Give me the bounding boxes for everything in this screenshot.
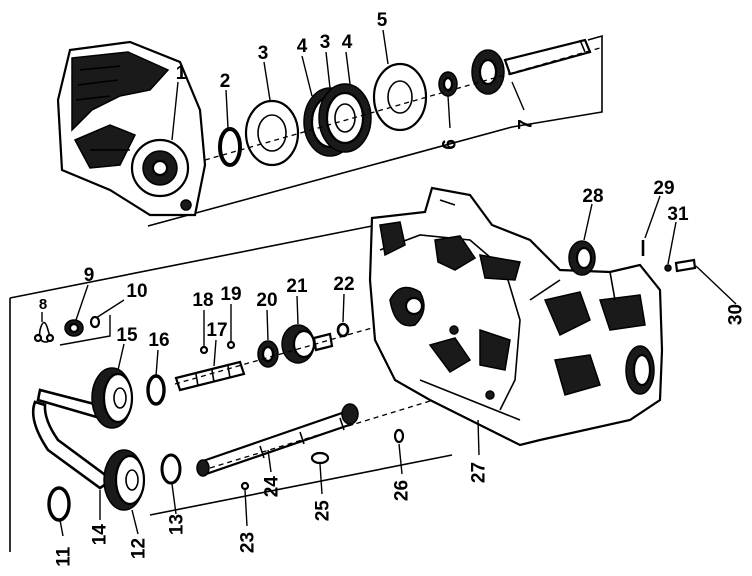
drive-sprocket (91, 367, 134, 429)
callout-24: 24 (262, 476, 283, 498)
callout-3b: 3 (320, 32, 331, 53)
bolt-small (664, 264, 672, 272)
callout-16: 16 (148, 330, 169, 351)
callout-15: 15 (116, 325, 138, 346)
driven-sprocket (103, 449, 146, 511)
driven-shaft (174, 340, 246, 392)
transaxle-case (368, 186, 664, 447)
callout-5: 5 (377, 10, 388, 31)
seal-ring (218, 127, 242, 167)
callout-23: 23 (238, 532, 259, 553)
upper-group-frame (147, 34, 603, 227)
callout-17: 17 (206, 320, 227, 341)
clutch-pack (303, 83, 372, 157)
thrust-washer (336, 322, 350, 338)
callout-31: 31 (667, 204, 689, 225)
input-shaft (471, 38, 592, 95)
snap-ring-upper (146, 374, 166, 406)
callout-1: 1 (176, 63, 187, 84)
output-shaft (196, 403, 359, 491)
callout-9: 9 (84, 265, 95, 286)
callout-8: 8 (39, 296, 47, 313)
group-bracket-8-10 (59, 315, 111, 346)
callout-11: 11 (54, 546, 75, 567)
callout-29: 29 (653, 178, 674, 199)
lower-centerline (209, 397, 441, 469)
callout-19: 19 (220, 284, 241, 305)
callout-7: 7 (516, 119, 537, 130)
axle-seal (568, 240, 596, 276)
callout-26: 26 (392, 480, 413, 501)
drain-plug (393, 428, 405, 444)
small-washer (89, 315, 101, 329)
clutch-plate-b (372, 62, 428, 132)
callout-10: 10 (126, 281, 147, 302)
callout-4a: 4 (297, 36, 308, 57)
retaining-clip (33, 321, 55, 343)
sun-gear (281, 324, 334, 364)
fill-plug (674, 258, 697, 273)
callout-25: 25 (313, 500, 334, 522)
callout-21: 21 (286, 276, 308, 297)
snap-ring-lower (160, 453, 182, 485)
leader-lines (41, 29, 737, 537)
seal-ring-outer (47, 486, 71, 522)
callout-20: 20 (256, 290, 277, 311)
callout-22: 22 (333, 274, 354, 295)
callout-30: 30 (726, 304, 747, 325)
callout-6: 6 (440, 139, 461, 150)
callout-2: 2 (220, 71, 231, 92)
callout-27: 27 (469, 462, 490, 483)
callout-4b: 4 (342, 32, 353, 53)
needle-bearing (257, 340, 279, 368)
valve-body-cover (56, 40, 207, 217)
clutch-plate-a (244, 99, 300, 167)
thrust-bearing (438, 71, 458, 97)
callout-labels: 1 2 3 4 3 4 5 6 7 8 9 10 11 12 13 14 15 … (39, 10, 747, 567)
upper-centerline (204, 47, 601, 161)
bushing (64, 319, 84, 337)
callout-14: 14 (90, 524, 111, 546)
callout-28: 28 (582, 186, 603, 207)
middle-centerline (174, 319, 401, 385)
callout-18: 18 (192, 290, 213, 311)
callout-12: 12 (129, 538, 150, 559)
callout-13: 13 (167, 514, 188, 535)
callout-3a: 3 (258, 43, 269, 64)
